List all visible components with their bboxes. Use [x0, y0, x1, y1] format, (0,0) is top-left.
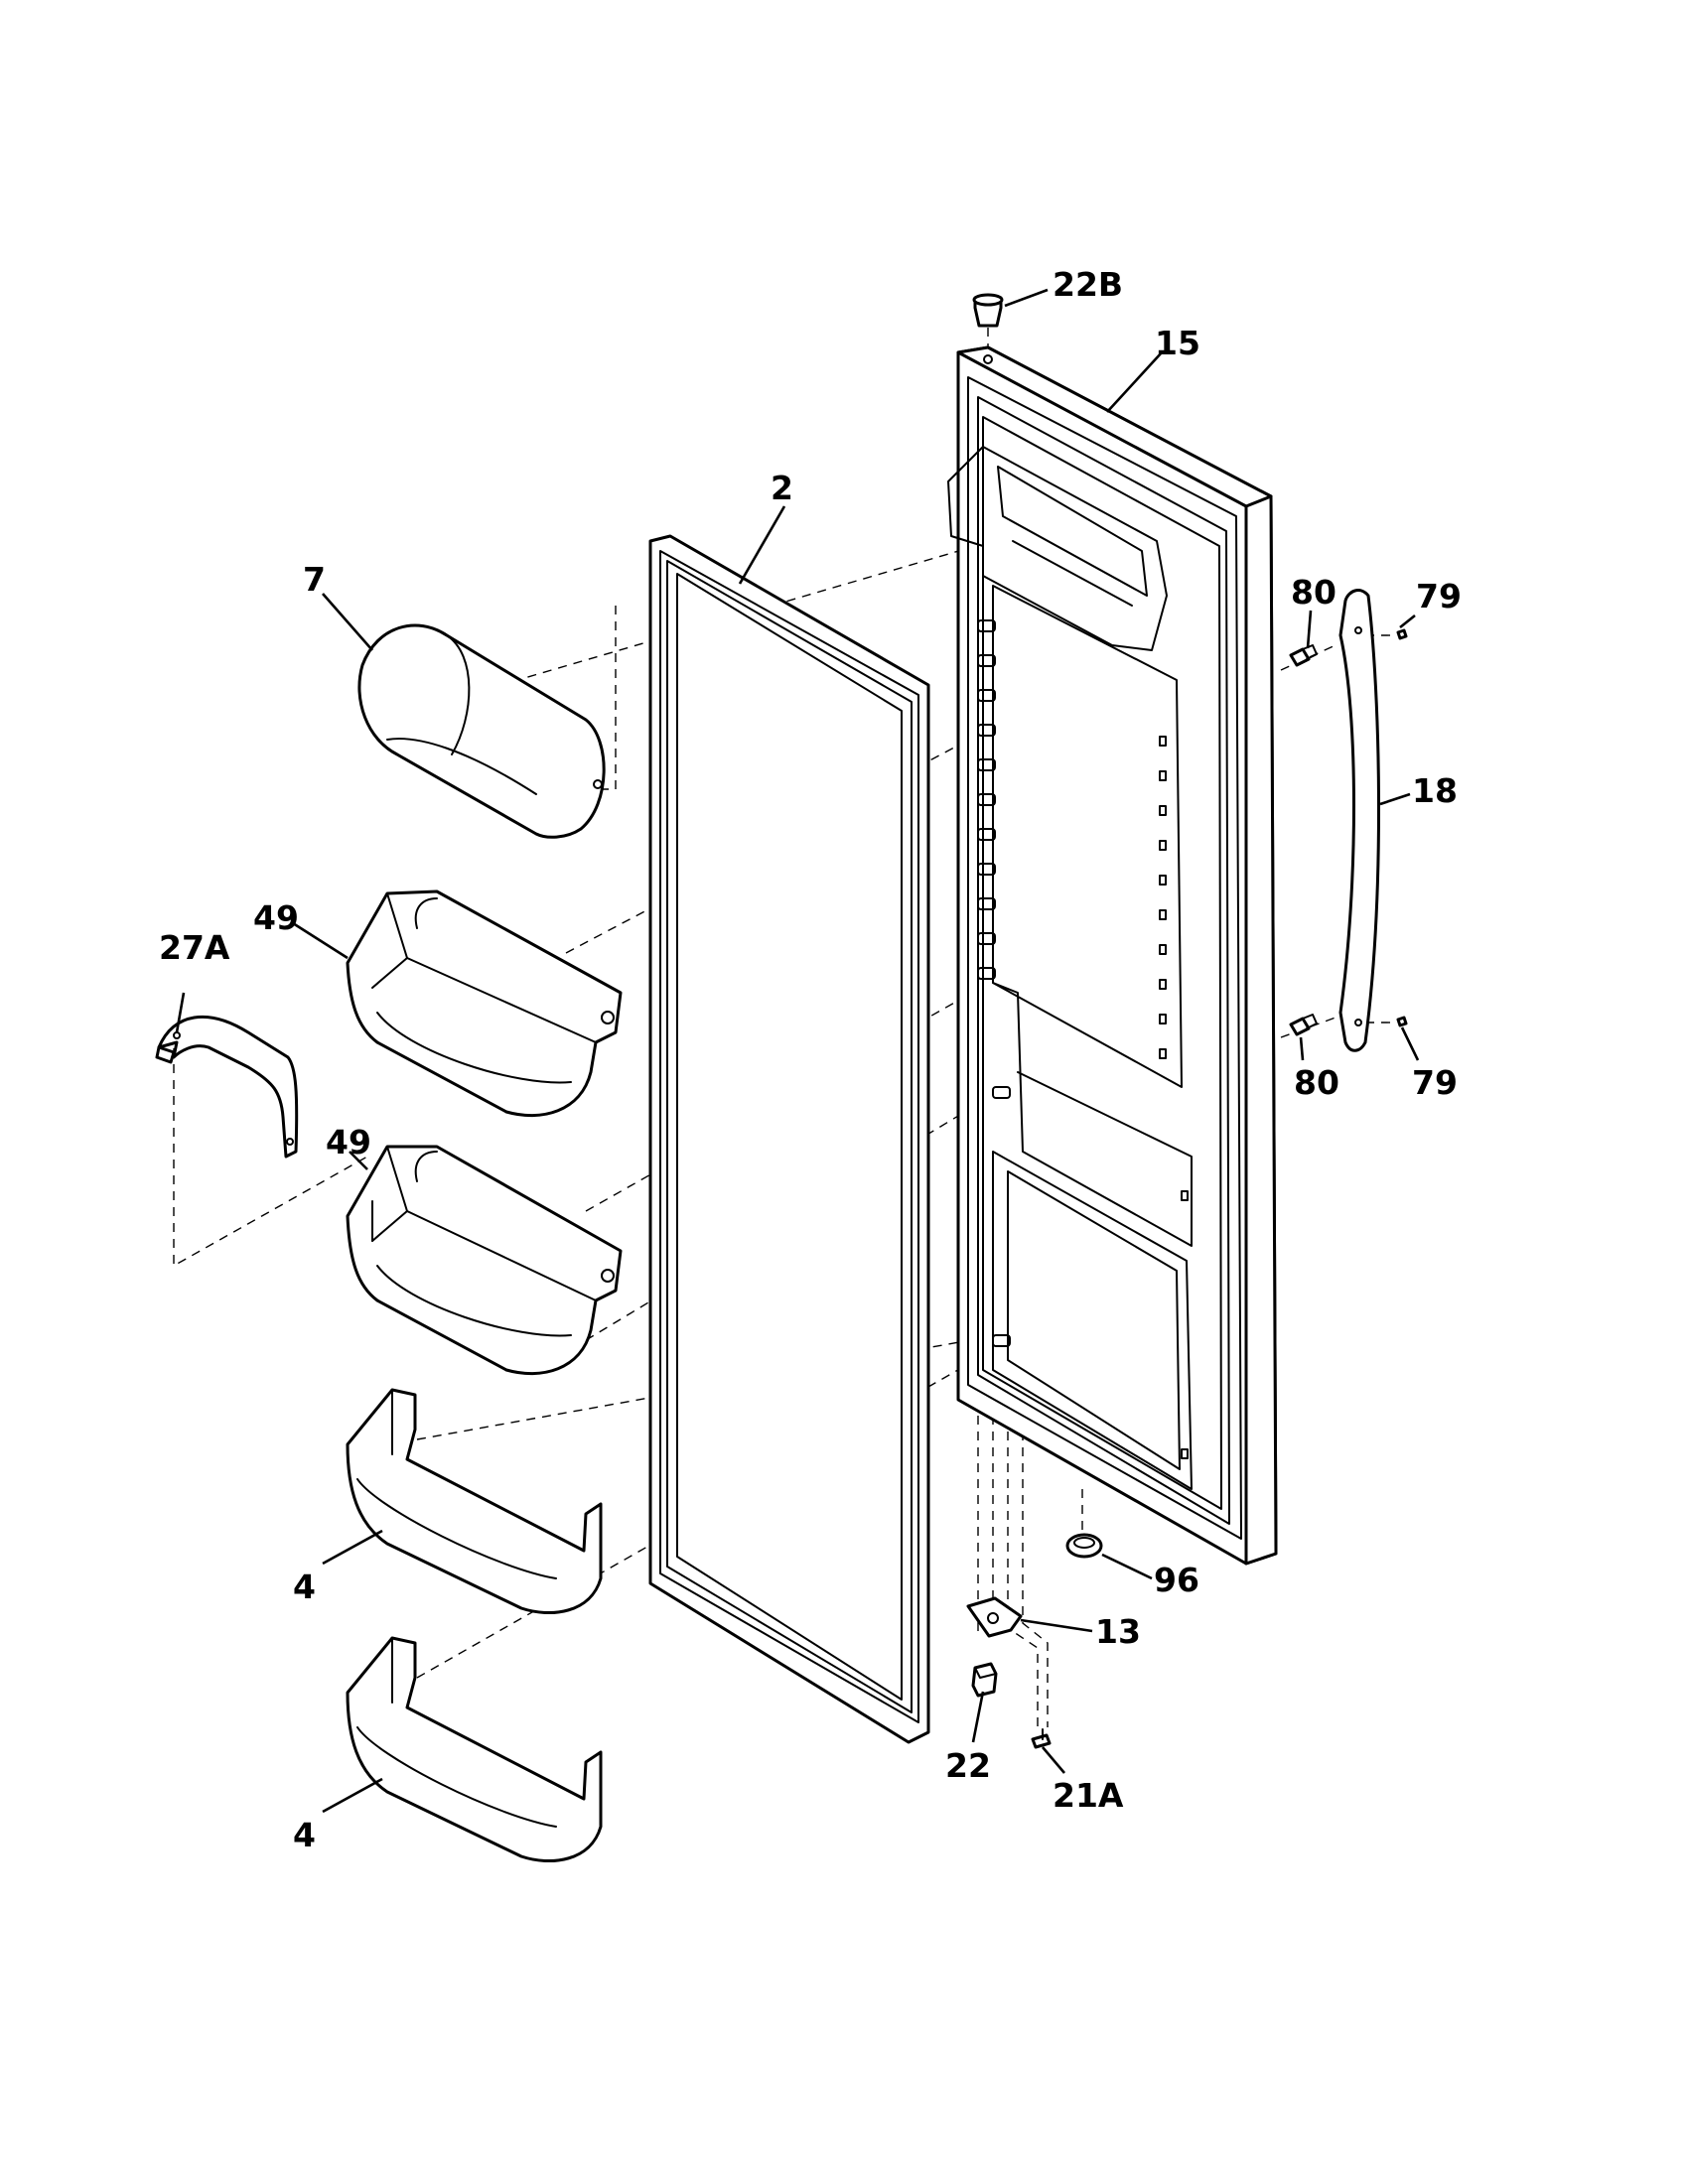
- part-96-plug-button: [1065, 1533, 1103, 1559]
- part-49-door-bin-upper: [346, 889, 623, 1118]
- callout-80-bottom: 80: [1294, 1063, 1339, 1102]
- part-4-door-shelf-upper: [346, 1388, 603, 1615]
- callout-labels: 22B 15 2 7 80 79 18 27A 49 49 80 79 4 96…: [159, 265, 1462, 1854]
- part-27a-handle: [155, 1016, 299, 1159]
- part-18-door-handle: [1338, 589, 1380, 1052]
- callout-80-top: 80: [1291, 573, 1336, 612]
- callout-2: 2: [771, 469, 793, 507]
- part-22b-door-plug: [972, 293, 1004, 328]
- callout-49-top: 49: [253, 898, 299, 937]
- callout-49-bottom: 49: [326, 1123, 371, 1161]
- part-22-hinge-bushing: [971, 1662, 998, 1698]
- part-79-set-screw-top: [1396, 628, 1408, 640]
- door-right-studs: [1159, 736, 1189, 1459]
- callout-21a: 21A: [1053, 1776, 1124, 1815]
- door-shelf-studs: [977, 619, 1011, 1347]
- part-21a-screw: [1031, 1728, 1052, 1749]
- callout-4-bottom: 4: [293, 1816, 316, 1854]
- callout-7: 7: [303, 560, 326, 599]
- callout-15: 15: [1155, 324, 1200, 362]
- part-13-hinge: [966, 1596, 1023, 1638]
- callout-22b: 22B: [1053, 265, 1123, 304]
- part-4-door-shelf-lower: [346, 1636, 603, 1863]
- callout-96: 96: [1154, 1561, 1199, 1599]
- callout-13: 13: [1095, 1612, 1141, 1651]
- callout-22: 22: [945, 1746, 991, 1785]
- callout-27a: 27A: [159, 928, 230, 967]
- part-15-door-assembly: [947, 345, 1278, 1566]
- part-80-handle-stud-bottom: [1289, 1014, 1318, 1036]
- leader-lines: [175, 288, 1420, 1814]
- part-2-door-gasket: [648, 534, 930, 1744]
- part-80-handle-stud-top: [1289, 644, 1318, 667]
- callout-4-top: 4: [293, 1568, 316, 1606]
- part-49-door-bin-lower: [346, 1145, 623, 1376]
- callout-18: 18: [1412, 771, 1458, 810]
- callout-79-bottom: 79: [1412, 1063, 1458, 1102]
- part-7-dairy-compartment: [357, 623, 606, 839]
- part-79-set-screw-bottom: [1396, 1016, 1408, 1027]
- callout-79-top: 79: [1416, 577, 1462, 615]
